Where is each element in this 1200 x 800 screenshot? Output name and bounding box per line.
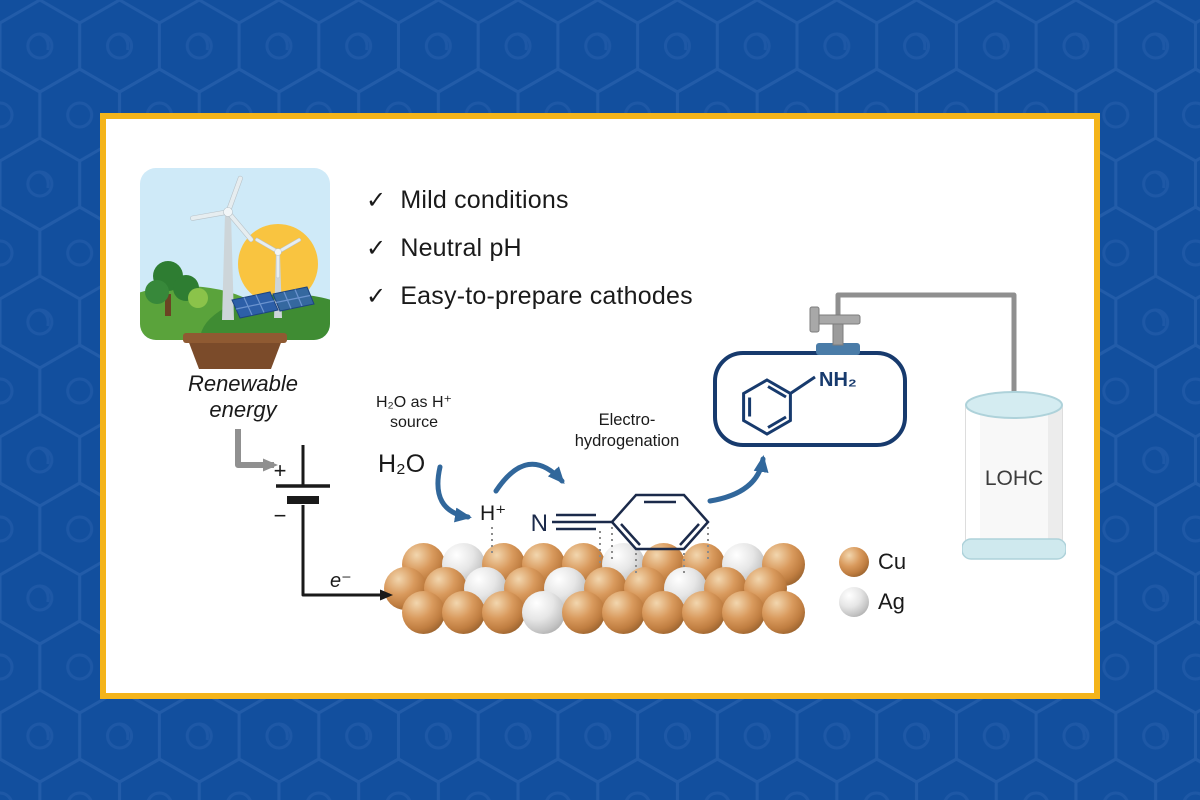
lohc-tank: LOHC (961, 389, 1067, 561)
legend-cu-label: Cu (878, 549, 907, 574)
planter-icon (183, 333, 287, 369)
product-box: NH₂ (713, 351, 907, 447)
catalyst-sphere-cu (442, 591, 485, 634)
catalyst-sphere-cu (642, 591, 685, 634)
main-card: + − e⁻ N (100, 113, 1100, 699)
tree-icon (145, 261, 208, 316)
catalyst-sphere-cu (722, 591, 765, 634)
catalyst-sphere-cu (602, 591, 645, 634)
amine-label: NH₂ (819, 369, 857, 391)
legend: Cu Ag (839, 547, 906, 627)
catalyst-sphere-cu (562, 591, 605, 634)
legend-ag-row: Ag (839, 587, 906, 617)
benzylamine-molecule: NH₂ (742, 369, 857, 436)
lohc-label: LOHC (985, 467, 1043, 490)
legend-cu-sphere (839, 547, 869, 577)
catalyst-sphere-cu (762, 591, 805, 634)
renewable-illustration (140, 168, 330, 373)
legend-cu-row: Cu (839, 547, 906, 577)
gas-valve-icon (808, 303, 868, 357)
solar-panel-icon (231, 286, 315, 319)
catalyst-sphere-ag (522, 591, 565, 634)
wind-turbine-icon (190, 175, 254, 320)
legend-ag-label: Ag (878, 589, 905, 614)
catalyst-sphere-cu (682, 591, 725, 634)
catalyst-sphere-cu (402, 591, 445, 634)
legend-ag-sphere (839, 587, 869, 617)
catalyst-sphere-cu (482, 591, 525, 634)
catalyst-surface (106, 119, 1094, 693)
